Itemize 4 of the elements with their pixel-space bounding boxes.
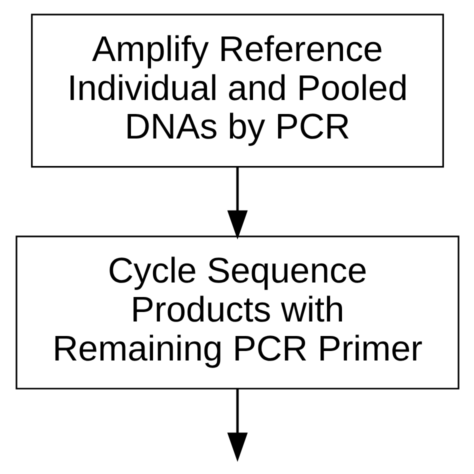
- arrow: [226, 388, 248, 462]
- arrow: [226, 166, 248, 240]
- node-box: Cycle Sequence Products with Remaining PCR Primer: [15, 236, 459, 390]
- node-box: Amplify Reference Individual and Pooled DNAs by PCR: [30, 14, 444, 168]
